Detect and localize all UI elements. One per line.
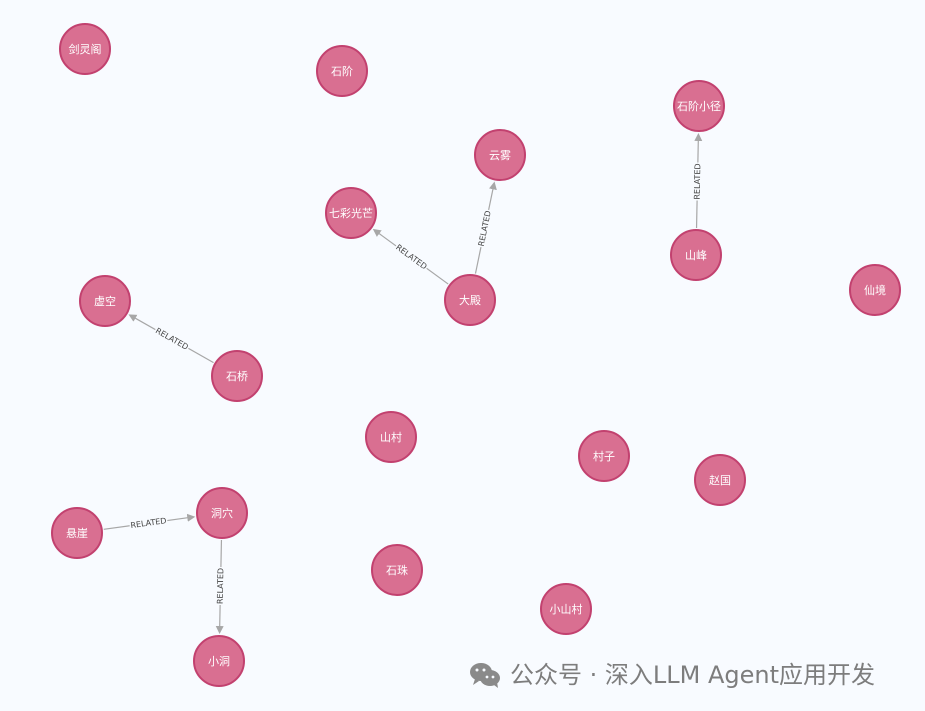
node-label: 赵国 [709,473,731,487]
graph-node[interactable]: 小洞 [193,635,245,687]
graph-node[interactable]: 七彩光芒 [325,187,377,239]
edge-related[interactable]: RELATED [372,228,449,285]
node-circle[interactable] [673,80,725,132]
graph-node[interactable]: 山峰 [670,229,722,281]
node-label: 洞穴 [211,506,233,520]
node-circle[interactable] [211,350,263,402]
graph-node[interactable]: 赵国 [694,454,746,506]
node-circle[interactable] [79,275,131,327]
edge-related[interactable]: RELATED [128,314,214,364]
node-circle[interactable] [59,23,111,75]
watermark: 公众号 · 深入LLM Agent应用开发 [468,655,908,695]
node-label: 仙境 [864,283,886,297]
node-circle[interactable] [325,187,377,239]
graph-node[interactable]: 剑灵阁 [59,23,111,75]
node-label: 石阶 [331,64,353,78]
edge-label-background [129,515,169,531]
edge-label-background [476,208,494,249]
graph-node[interactable]: 悬崖 [51,507,103,559]
graph-node[interactable]: 石桥 [211,350,263,402]
edge-label: RELATED [154,326,190,352]
node-circle[interactable] [51,507,103,559]
node-label: 村子 [593,449,615,463]
graph-node[interactable]: 仙境 [849,264,901,316]
edge-related[interactable]: RELATED [692,132,703,229]
node-circle[interactable] [694,454,746,506]
graph-node[interactable]: 村子 [578,430,630,482]
graph-node[interactable]: 云雾 [474,129,526,181]
edge-related[interactable]: RELATED [474,181,497,274]
node-circle[interactable] [371,544,423,596]
edge-label-background [152,325,191,353]
node-label: 石珠 [386,563,408,577]
node-label: 云雾 [489,149,511,162]
node-label: 石桥 [226,370,248,383]
graph-node[interactable]: 大殿 [444,274,496,326]
node-label: 大殿 [459,293,481,307]
node-label: 剑灵阁 [69,42,102,56]
node-label: 山峰 [685,249,707,262]
node-circle[interactable] [316,45,368,97]
graph-node[interactable]: 洞穴 [196,487,248,539]
node-circle[interactable] [444,274,496,326]
edge-label-background [215,566,226,606]
node-label: 石阶小径 [677,99,721,113]
edge-label: RELATED [477,210,493,247]
graph-node[interactable]: 虚空 [79,275,131,327]
node-circle[interactable] [365,411,417,463]
edge-label-background [393,241,430,273]
node-label: 悬崖 [66,527,88,540]
node-circle[interactable] [578,430,630,482]
edge-label-background [692,162,703,201]
edge-label: RELATED [693,163,703,199]
graph-node[interactable]: 小山村 [540,583,592,635]
node-label: 七彩光芒 [329,206,373,220]
graph-node[interactable]: 石阶 [316,45,368,97]
edge-related[interactable]: RELATED [215,539,226,635]
watermark-text: 公众号 · 深入LLM Agent应用开发 [510,661,876,689]
node-circle[interactable] [474,129,526,181]
edge-label: RELATED [216,568,226,604]
wechat-icon [470,663,500,688]
node-label: 小洞 [208,655,230,668]
edge-label: RELATED [394,243,429,272]
node-label: 小山村 [550,602,583,616]
graph-node[interactable]: 石珠 [371,544,423,596]
node-label: 山村 [380,430,402,444]
graph-node[interactable]: 山村 [365,411,417,463]
graph-node[interactable]: 石阶小径 [673,80,725,132]
node-circle[interactable] [849,264,901,316]
edge-related[interactable]: RELATED [103,513,196,531]
node-circle[interactable] [540,583,592,635]
node-circle[interactable] [196,487,248,539]
node-label: 虚空 [94,294,116,308]
node-circle[interactable] [670,229,722,281]
node-circle[interactable] [193,635,245,687]
